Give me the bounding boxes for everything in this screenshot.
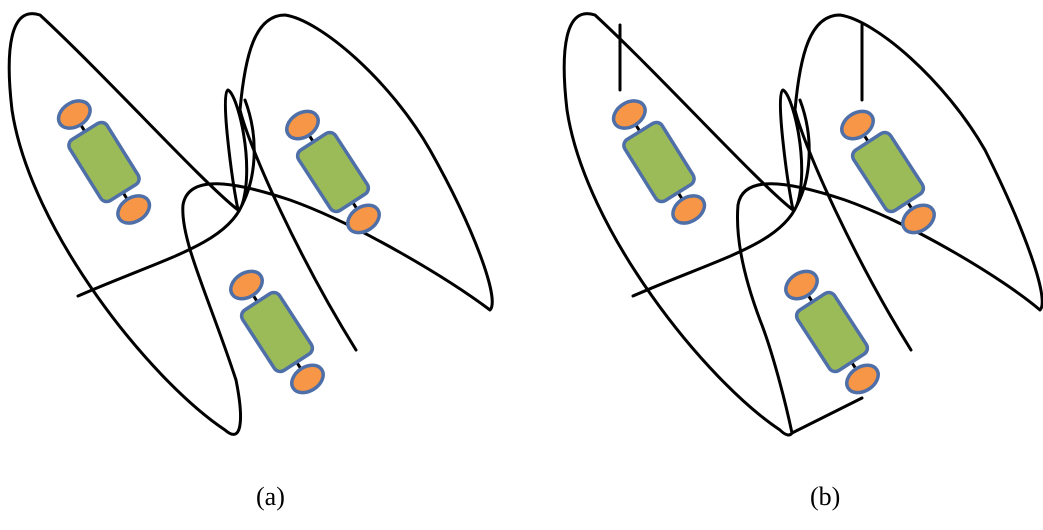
dumbbell-unit [602, 90, 716, 234]
chain-curve [562, 12, 1043, 437]
dumbbell-unit [830, 101, 946, 243]
chain-curve [7, 12, 494, 436]
panel-b-label: (b) [810, 482, 841, 511]
panel-b [562, 12, 1043, 437]
panel-a [7, 12, 494, 436]
dumbbell-unit [275, 101, 391, 243]
panel-a-label: (a) [256, 482, 285, 511]
dumbbell-unit [47, 90, 161, 234]
